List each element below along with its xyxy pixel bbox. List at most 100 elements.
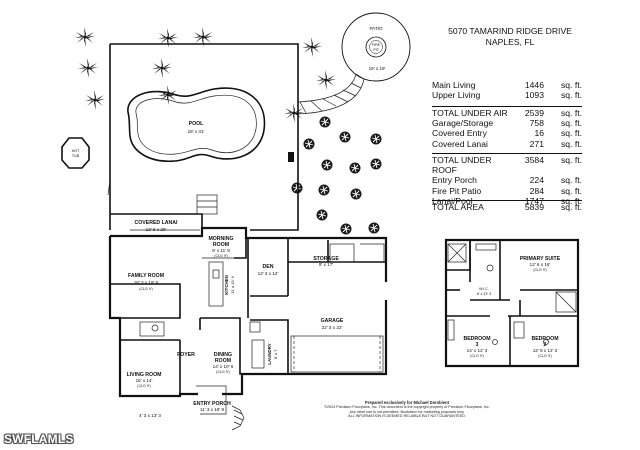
area-unit: sq. ft. <box>560 185 582 196</box>
area-unit: sq. ft. <box>560 202 582 212</box>
property-address: 5070 TAMARIND RIDGE DRIVE NAPLES, FL <box>440 26 580 48</box>
palm-trees <box>75 27 336 123</box>
upper-floor-walls <box>444 238 580 368</box>
bedroom3-dim: 14' x 12' 3 <box>467 348 488 353</box>
porch-small-dim: 4' 3 x 13' 3 <box>139 413 161 418</box>
morning-room-sub: ROOM <box>213 242 229 248</box>
area-label: Covered Entry <box>432 128 487 139</box>
area-row: Covered Lanai 271 sq. ft. <box>432 139 582 149</box>
bedroom2-dim: 12' 9 x 12' 3 <box>533 348 558 353</box>
area-label: Upper Living <box>432 90 481 101</box>
area-value: 1093 <box>524 90 544 101</box>
covered-lanai-name: COVERED LANAI <box>135 220 179 226</box>
area-label: Garage/Storage <box>432 118 494 129</box>
area-row: Garage/Storage 758 sq. ft. <box>432 118 582 128</box>
laundry-name: LAUNDRY <box>267 343 272 364</box>
living-room-clg: (CLG 9') <box>137 384 150 388</box>
dining-room-clg: (CLG 9') <box>216 370 229 374</box>
area-unit: sq. ft. <box>560 128 582 139</box>
area-value: 3584 <box>524 155 544 165</box>
family-room-dim: 18' 3 x 19' 6 <box>134 280 159 285</box>
morning-room-clg: (CLG 9') <box>214 254 227 258</box>
storage-name: STORAGE <box>313 256 339 262</box>
bedroom3-clg: (CLG 9') <box>470 354 483 358</box>
entry-porch-name: ENTRY PORCH <box>193 401 231 407</box>
kitchen-dim: 11' x 15' 6 <box>230 275 235 293</box>
prepared-for: Prepared exclusively for Michael Dornbie… <box>365 400 449 405</box>
area-value: 2539 <box>524 108 544 118</box>
area-value: 758 <box>529 118 544 129</box>
pool-cage <box>107 43 299 231</box>
area-unit: sq. ft. <box>560 108 582 118</box>
area-label: Main Living <box>432 80 476 90</box>
garage-name: GARAGE <box>321 318 344 324</box>
wic-name: W.I.C. <box>479 287 489 291</box>
morning-room-dim: 9' x 11' 9 <box>212 248 230 253</box>
usage-line: Any other use is not permitted. Illustra… <box>349 409 465 414</box>
area-unit: sq. ft. <box>560 118 582 129</box>
area-unit: sq. ft. <box>560 138 582 149</box>
area-row: TOTAL UNDER ROOF 3584 sq. ft. <box>432 155 582 175</box>
disclaimer-line: ALL INFORMATION IS DEEMED RELIABLE BUT N… <box>348 413 466 418</box>
den-dim: 12' 3 x 12' <box>258 271 279 276</box>
copyright-line: ©2024 Precision Floorplans, Inc. This do… <box>324 405 490 410</box>
divider <box>432 106 582 107</box>
morning-room-name: MORNING <box>208 236 233 242</box>
bedroom2-clg: (CLG 9') <box>538 354 551 358</box>
copyright-notice: Prepared exclusively for Michael Dornbie… <box>322 400 492 418</box>
area-unit: sq. ft. <box>560 80 582 90</box>
paver-walkway <box>297 73 365 115</box>
kitchen-name: KITCHEN <box>224 275 229 295</box>
address-line1: 5070 TAMARIND RIDGE DRIVE <box>448 26 572 36</box>
patio <box>341 12 411 82</box>
divider <box>432 153 582 154</box>
fire-pit-name: FIRE <box>372 43 381 47</box>
area-unit: sq. ft. <box>560 175 582 186</box>
area-value: 271 <box>529 138 544 149</box>
den-name: DEN <box>263 264 274 270</box>
bedroom3-sub: 3 <box>476 342 479 348</box>
bedroom2-name: BEDROOM <box>531 336 558 342</box>
bedroom2-sub: 2 <box>544 342 547 348</box>
garage-dim: 22' 3 x 22' <box>322 325 343 330</box>
living-room-dim: 16' x 14' <box>136 378 153 383</box>
dining-room-sub: ROOM <box>215 358 231 364</box>
hot-tub-name: HOT <box>72 149 80 153</box>
covered-lanai-dim: 13' 9 x 20' <box>146 227 167 232</box>
dining-room-dim: 14' x 10' 6 <box>213 364 234 369</box>
entry-porch-dim: 11' 3 x 16' 9 <box>200 407 225 412</box>
pool-name: POOL <box>189 121 205 127</box>
area-label: TOTAL UNDER ROOF <box>432 155 492 176</box>
address-line2: NAPLES, FL <box>485 37 535 47</box>
primary-suite-dim: 12' 6 x 16' <box>530 262 551 267</box>
fire-pit-sub: PIT <box>373 48 379 52</box>
living-room-name: LIVING ROOM <box>127 372 162 378</box>
area-value: 1446 <box>524 80 544 90</box>
area-label: Entry Porch <box>432 175 477 186</box>
divider <box>432 200 582 201</box>
area-value: 16 <box>534 128 544 139</box>
bedroom3-name: BEDROOM <box>463 336 490 342</box>
primary-suite-clg: (CLG 9') <box>533 268 546 272</box>
hot-tub-sub: TUB <box>72 154 80 158</box>
area-row: Covered Entry 16 sq. ft. <box>432 128 582 138</box>
storage-dim: 9' x 17' <box>319 262 333 267</box>
shrubs <box>291 116 382 235</box>
area-label: Covered Lanai <box>432 138 488 149</box>
area-unit: sq. ft. <box>560 155 582 165</box>
laundry-dim: 8' x 7' <box>273 349 278 359</box>
area-label: TOTAL AREA <box>432 202 484 212</box>
pool-dim: 18' x 31' <box>188 129 205 134</box>
family-room-name: FAMILY ROOM <box>128 273 164 279</box>
dining-room-name: DINING <box>214 352 232 358</box>
area-value: 284 <box>529 185 544 196</box>
